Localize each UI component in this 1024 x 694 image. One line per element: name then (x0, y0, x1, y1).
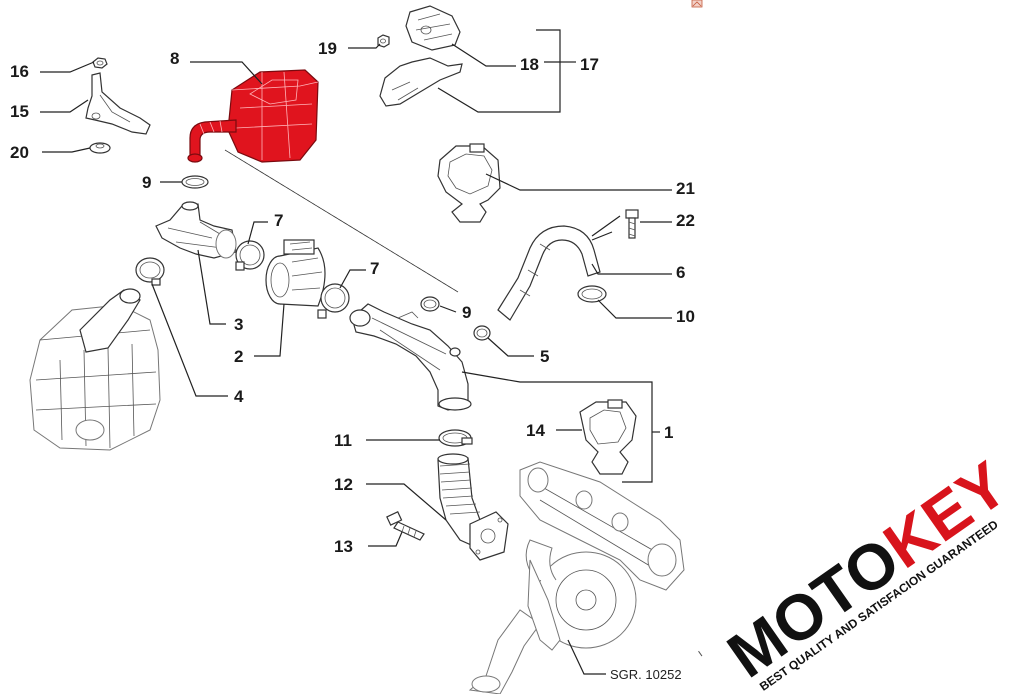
part-19-nut (377, 34, 390, 48)
callout-3: 3 (234, 315, 243, 334)
callout-10: 10 (676, 307, 695, 326)
callout-22: 22 (676, 211, 695, 230)
callout-17: 17 (580, 55, 599, 74)
callout-6: 6 (676, 263, 685, 282)
part-10-clamp (577, 285, 607, 303)
part-7-clamp-right (317, 283, 350, 319)
turbocharger-assembly (468, 461, 685, 694)
callout-5: 5 (540, 347, 549, 366)
watermark-brand: MOTOKEY (715, 448, 1020, 692)
callout-13: 13 (334, 537, 353, 556)
callout-15: 15 (10, 102, 29, 121)
part-17-bracket (379, 57, 463, 107)
part-18-mount (405, 5, 461, 51)
drawing-reference: SGR. 10252 (610, 667, 682, 682)
callout-16: 16 (10, 62, 29, 81)
callout-20: 20 (10, 143, 29, 162)
callout-2: 2 (234, 347, 243, 366)
part-12-corrugated-pipe (437, 453, 509, 561)
part-21-clip (437, 143, 501, 223)
part-22-bolt (625, 209, 639, 239)
air-filter-housing (29, 288, 161, 451)
callout-12: 12 (334, 475, 353, 494)
part-11-clamp (438, 429, 473, 447)
part-3-elbow-hose (155, 201, 237, 259)
part-16-nut (92, 57, 108, 69)
callout-19: 19 (318, 39, 337, 58)
callout-21: 21 (676, 179, 695, 198)
callout-7-right: 7 (370, 259, 379, 278)
part-13-bolt (386, 511, 425, 541)
part-2-air-flow-meter (265, 239, 326, 307)
callout-14: 14 (526, 421, 545, 440)
part-1-intake-duct (349, 303, 472, 411)
guide-line-8-to-9 (224, 149, 459, 293)
callout-11: 11 (334, 431, 352, 450)
callout-9-lower: 9 (462, 303, 471, 322)
callout-labels: 16 15 20 8 9 19 18 17 21 22 6 10 7 7 3 2… (10, 39, 695, 682)
part-9-clamp-lower (420, 296, 440, 312)
leader-lines (40, 29, 672, 675)
callout-4: 4 (234, 387, 244, 406)
part-20-washer (89, 142, 111, 154)
part-8-resonator-highlighted (187, 69, 319, 163)
part-4-clamp (135, 257, 165, 286)
part-6-hose (497, 225, 601, 321)
broken-image-icon (691, 0, 703, 8)
part-7-clamp-left (235, 240, 265, 271)
part-14-clip (579, 399, 637, 475)
callout-1: 1 (664, 423, 673, 442)
motokey-watermark: MOTOKEY BEST QUALITY AND SATISFACION GUA… (698, 448, 1020, 694)
part-9-clamp-upper (181, 175, 209, 189)
callout-9-upper: 9 (142, 173, 151, 192)
callout-18: 18 (520, 55, 539, 74)
callout-7-left: 7 (274, 211, 283, 230)
callout-8: 8 (170, 49, 179, 68)
part-15-bracket (85, 72, 151, 135)
part-5-clamp (473, 325, 491, 341)
